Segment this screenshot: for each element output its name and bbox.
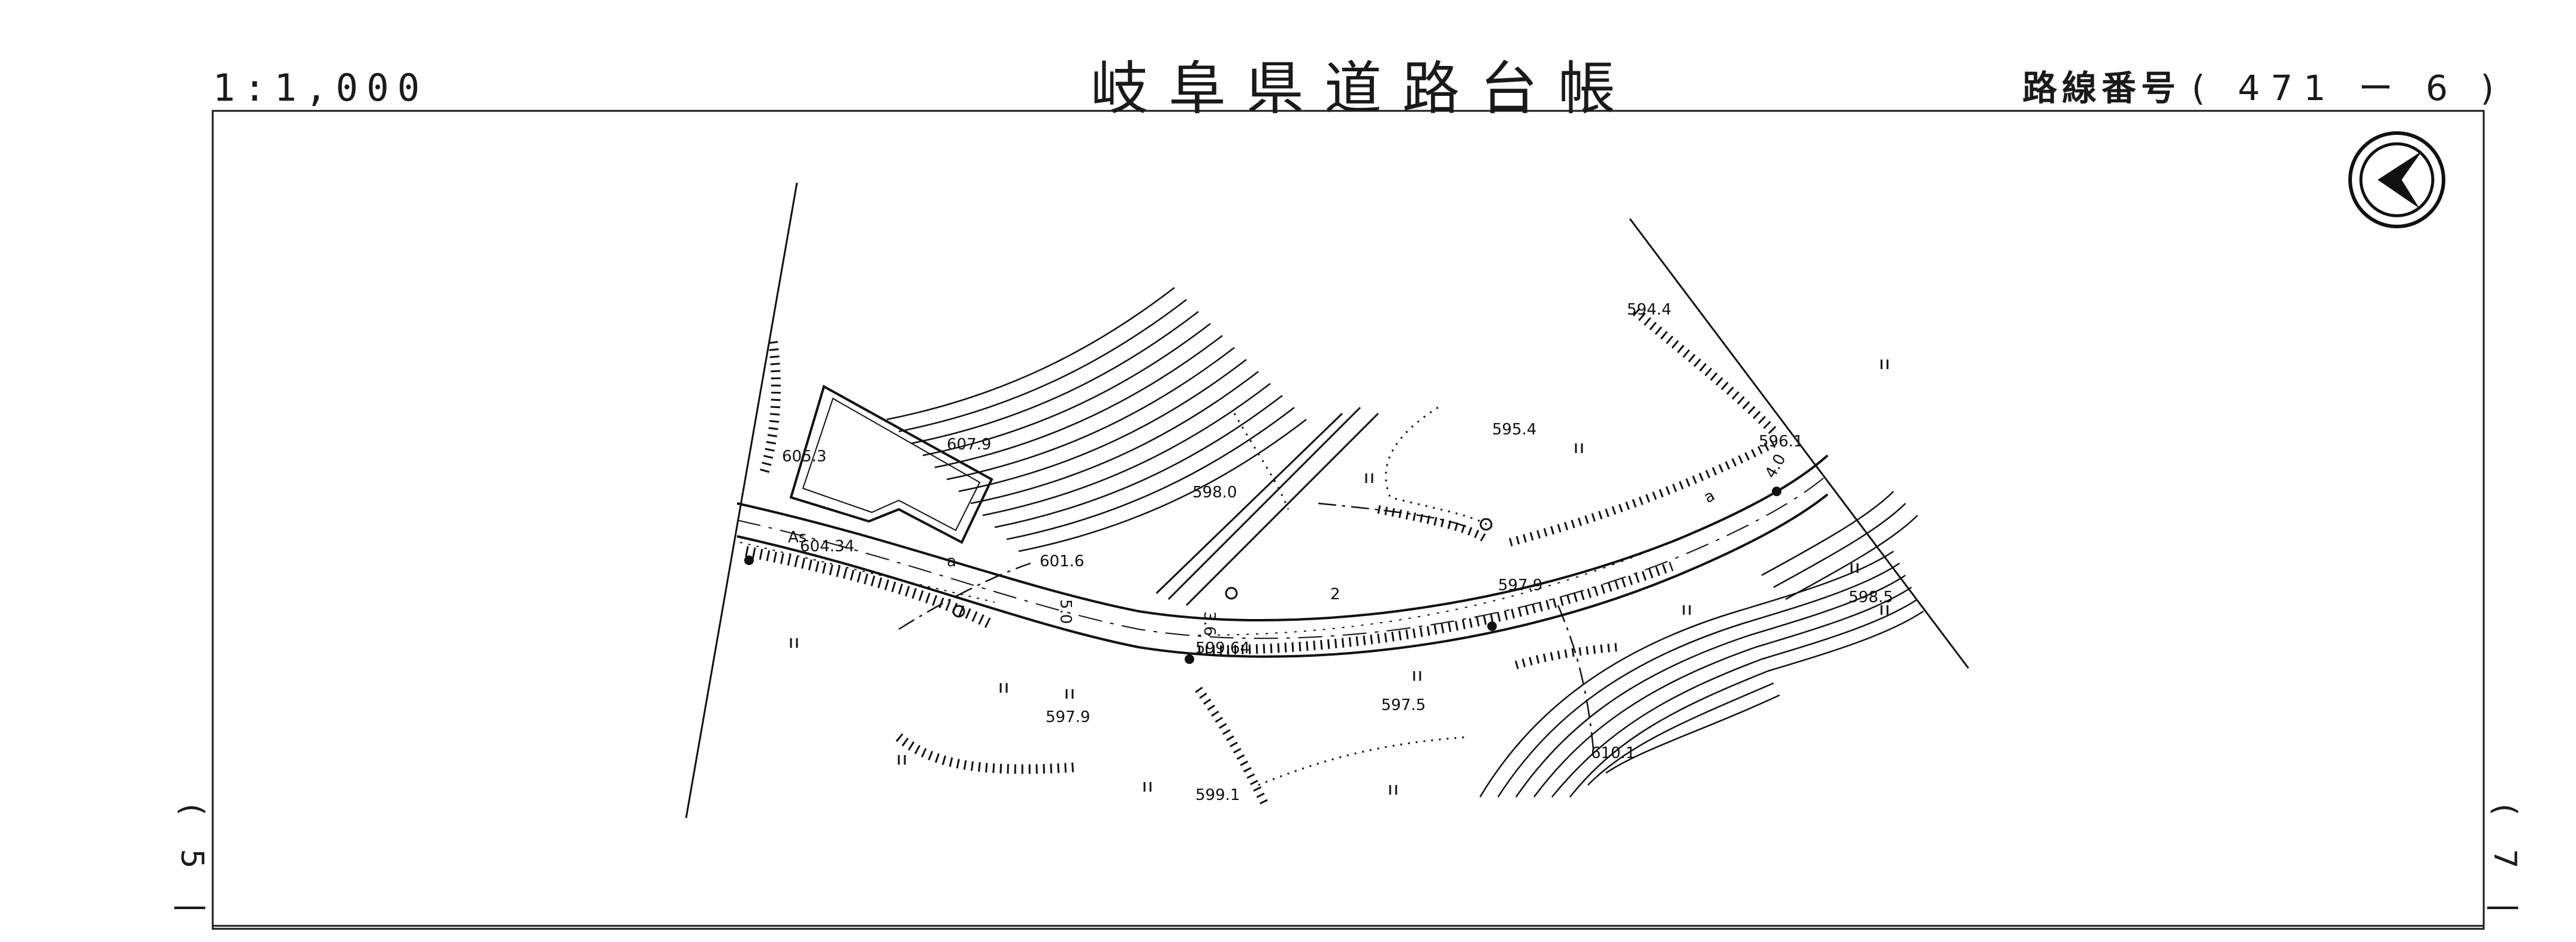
route-number-header: 路線番号 ( 471 ー 6 ) [2022, 60, 2505, 110]
elevation-label: 595.4 [1492, 421, 1536, 439]
elevation-labels: 594.4 595.4 596.1 598.5 597.9 598.0 607.… [782, 301, 1893, 804]
dotted-boundaries [1233, 406, 1493, 786]
elevation-label: 594.4 [1627, 301, 1671, 319]
route-number-label: 路線番号 [2022, 68, 2181, 108]
road-label: 2 [1330, 585, 1340, 603]
road-surface-label: As [788, 529, 807, 547]
elevation-label: 604.34 [800, 538, 854, 555]
road-width-label: 5.0 [1056, 599, 1074, 624]
road-width-label: 4.0 [1762, 451, 1790, 482]
elevation-label: 601.6 [1040, 552, 1084, 570]
survey-markers [744, 487, 1781, 664]
vegetation-symbols [790, 360, 1889, 795]
road [736, 454, 1829, 658]
contours-east [1479, 491, 1924, 798]
elevation-label: 598.0 [1192, 484, 1237, 502]
contours-west [886, 287, 1307, 552]
route-number-value: ( 471 ー 6 ) [2191, 68, 2505, 108]
elevation-label: 596.1 [1759, 433, 1803, 451]
elevation-label: 597.9 [1498, 576, 1542, 594]
boundary-line-west [685, 182, 798, 819]
elevation-label: 610.1 [1591, 744, 1635, 762]
channel-lines [1155, 406, 1379, 606]
north-arrow-icon [2348, 131, 2445, 228]
elevation-label: 597.5 [1381, 696, 1426, 714]
elevation-label: 607.9 [947, 436, 991, 454]
scale-label: 1:1,000 [213, 66, 428, 110]
elevation-label: 599.64 [1195, 639, 1250, 657]
road-width-label: 3.6 [1200, 611, 1218, 636]
map-frame [212, 110, 2485, 930]
boundary-line-east [1629, 218, 1970, 669]
road-label: a [947, 552, 956, 570]
slope-hachures [745, 307, 1777, 805]
elevation-label: 597.9 [1046, 708, 1090, 726]
elevation-label: 605.3 [782, 448, 826, 466]
dash-dot-lines [898, 502, 1595, 756]
building [789, 385, 993, 544]
road-label: a [1701, 487, 1719, 507]
elevation-label: 598.5 [1849, 588, 1893, 606]
elevation-label: 599.1 [1195, 786, 1240, 804]
